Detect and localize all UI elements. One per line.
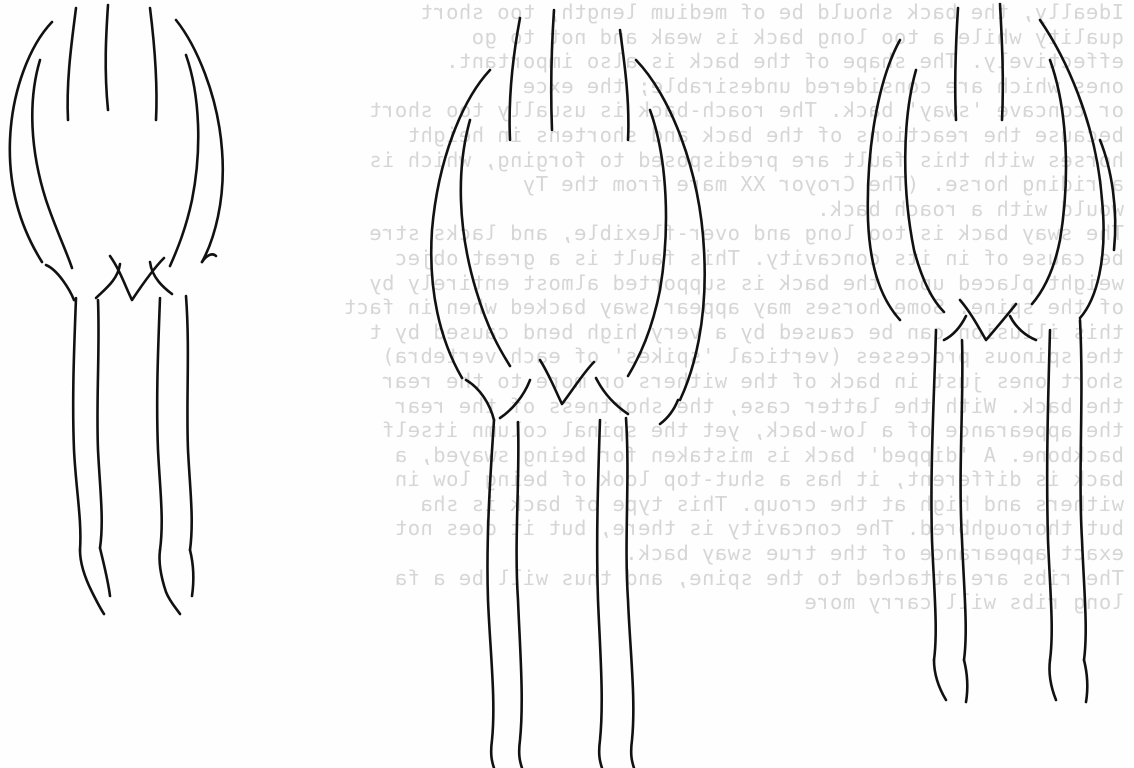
hindquarters-figure-center: [431, 10, 704, 768]
hindquarters-figure-left: [10, 5, 223, 614]
hindquarters-figure-right: [868, 4, 1115, 702]
